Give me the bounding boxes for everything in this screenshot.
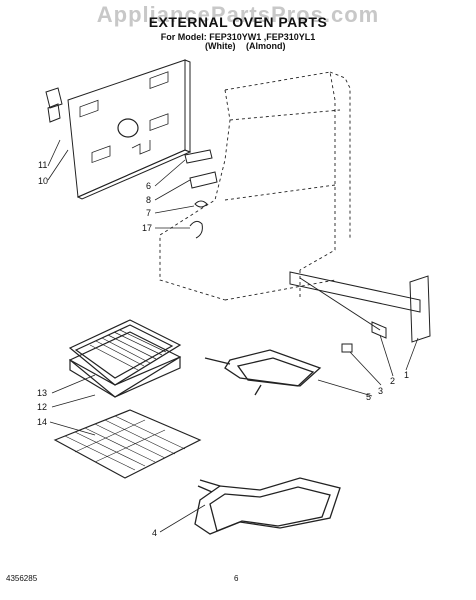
callout-17: 17 — [142, 223, 153, 233]
callout-8: 8 — [146, 195, 152, 205]
callout-14: 14 — [37, 417, 48, 427]
callout-10: 10 — [38, 176, 49, 186]
cabinet-outline — [159, 71, 351, 301]
leader-lines — [47, 139, 419, 533]
bracket-part-11 — [45, 87, 63, 123]
callout-1: 1 — [404, 370, 410, 380]
color-white: (White) — [205, 41, 236, 51]
callout-7: 7 — [146, 208, 152, 218]
diagram-title: EXTERNAL OVEN PARTS — [148, 14, 328, 30]
terminal-block-parts — [184, 149, 218, 239]
oven-trim-parts — [289, 271, 431, 343]
callout-4: 4 — [152, 528, 158, 538]
color-almond: (Almond) — [246, 41, 286, 51]
oven-rack-part-14 — [53, 409, 202, 479]
document-number: 4356285 — [6, 574, 38, 583]
bake-element-part-5 — [204, 343, 353, 396]
callout-3: 3 — [378, 386, 384, 396]
callout-12: 12 — [37, 402, 48, 412]
callout-5: 5 — [366, 392, 372, 402]
callout-13: 13 — [37, 388, 48, 398]
color-variants: (White) (Almond) — [205, 41, 325, 51]
broiler-pan-part-12-13 — [68, 319, 182, 398]
watermark-text: AppliancePartsPros.com — [96, 2, 380, 27]
broil-element-part-4 — [194, 477, 341, 535]
page-number: 6 — [234, 574, 239, 583]
callout-2: 2 — [390, 376, 396, 386]
model-line: For Model: FEP310YW1 ,FEP310YL1 — [160, 32, 316, 42]
callout-6: 6 — [146, 181, 152, 191]
callout-11: 11 — [38, 160, 48, 170]
oven-back-panel — [67, 59, 192, 200]
